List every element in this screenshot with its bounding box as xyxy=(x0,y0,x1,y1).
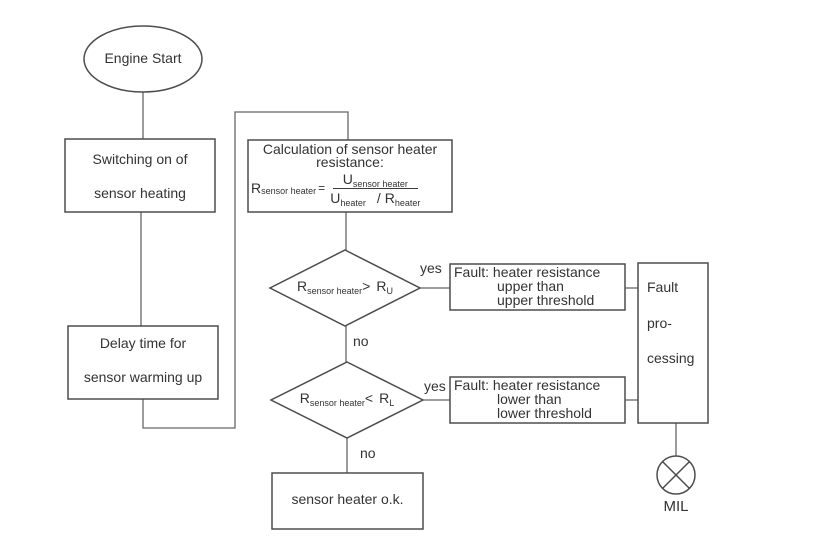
check-upper-rhs-subscript: U xyxy=(386,286,393,296)
switching-box-outline xyxy=(64,138,216,213)
formula-division-sign: / xyxy=(376,189,381,206)
mil-lamp-cross-2 xyxy=(662,461,690,489)
check-lower-diamond xyxy=(269,361,425,439)
calc-box-outline xyxy=(247,139,453,213)
no-lower-label: no xyxy=(360,445,376,461)
formula-equals-sign: = xyxy=(318,181,326,195)
calc-title-line1: Calculation of sensor heater xyxy=(262,141,438,157)
check-lower-lhs-subscript: sensor heater xyxy=(309,398,365,408)
mil-label: MIL xyxy=(663,498,689,515)
fault-upper-line3: upper threshold xyxy=(497,292,595,308)
delay-label-line1: Delay time for xyxy=(99,335,187,351)
delay-label-line2: sensor warming up xyxy=(83,369,203,385)
check-upper-operator: > xyxy=(362,278,371,294)
check-lower-lhs-base: R xyxy=(299,390,310,406)
formula-denominator: Uheater /Rheater xyxy=(326,189,424,208)
fault-processing-box-outline xyxy=(637,262,709,424)
fault-processing-line2: pro- xyxy=(647,315,672,331)
formula-num-base: U xyxy=(342,170,353,187)
formula-den1-base: U xyxy=(330,189,341,206)
formula-numerator: Usensor heater xyxy=(332,170,418,189)
check-upper-label: Rsensor heater>RU xyxy=(272,278,418,297)
check-upper-lhs-subscript: sensor heater xyxy=(307,286,363,296)
check-lower-label: Rsensor heater<RL xyxy=(274,390,420,409)
formula-den2-subscript: heater xyxy=(394,197,421,208)
check-upper-diamond xyxy=(268,249,422,327)
no-upper-label: no xyxy=(353,333,369,349)
check-upper-rhs-base: R xyxy=(376,278,387,294)
engine-start-ellipse xyxy=(83,25,203,93)
check-lower-rhs-subscript: L xyxy=(389,398,395,408)
switching-label-line1: Switching on of xyxy=(92,151,188,167)
formula-fraction: Usensor heater Uheater /Rheater xyxy=(326,170,424,208)
check-lower-rhs-base: R xyxy=(379,390,390,406)
fault-processing-line3: cessing xyxy=(647,350,695,366)
formula-den1-subscript: heater xyxy=(340,197,366,208)
calc-title-line2: resistance: xyxy=(316,154,384,170)
ok-label: sensor heater o.k. xyxy=(291,491,404,507)
engine-start-label: Engine Start xyxy=(104,50,182,66)
edge-delay-to-calc-loop xyxy=(142,111,349,429)
check-lower-operator: < xyxy=(364,390,374,406)
fault-lower-line1: Fault: heater resistance xyxy=(454,377,601,393)
formula-num-subscript: sensor heater xyxy=(352,178,408,189)
ok-box-outline xyxy=(271,472,424,530)
fault-lower-line2: lower than xyxy=(497,391,562,407)
yes-upper-label: yes xyxy=(420,260,442,276)
check-upper-lhs-base: R xyxy=(297,278,308,294)
fault-upper-line1: Fault: heater resistance xyxy=(454,264,601,280)
fault-upper-box-outline xyxy=(449,263,626,311)
fault-lower-box-outline xyxy=(449,376,626,424)
fault-upper-line2: upper than xyxy=(497,278,564,294)
formula-lhs-base: R xyxy=(251,180,262,196)
delay-box-outline xyxy=(67,325,219,400)
fault-processing-line1: Fault xyxy=(647,279,679,295)
fault-lower-line3: lower threshold xyxy=(497,405,592,421)
yes-lower-label: yes xyxy=(424,378,446,394)
formula-lhs-subscript: sensor heater xyxy=(261,186,317,196)
switching-label-line2: sensor heating xyxy=(94,185,186,201)
formula-den2-base: R xyxy=(384,189,395,206)
